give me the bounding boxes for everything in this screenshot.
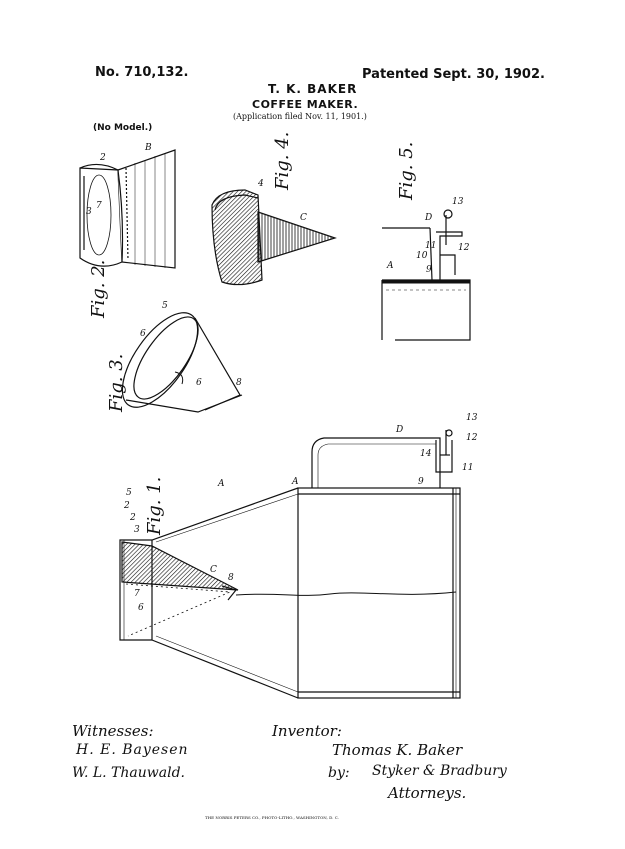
ref-label: A	[386, 261, 394, 271]
ref-label: 13	[452, 197, 464, 207]
printer-imprint: THE NORRIS PETERS CO., PHOTO-LITHO., WAS…	[205, 815, 339, 820]
figure-3-drawing	[121, 312, 243, 413]
ref-label: 7	[96, 201, 102, 211]
figure-4-caption: Fig. 4.	[272, 132, 293, 191]
figure-4-labels: 4 C	[257, 179, 307, 223]
figure-5-caption: Fig. 5.	[396, 142, 417, 201]
inventor-label: Inventor:	[272, 722, 342, 740]
inventor-signature: Thomas K. Baker	[332, 741, 463, 759]
figure-3-labels: 5 6 6 8	[140, 301, 242, 388]
ref-label: 3	[86, 207, 92, 217]
patent-number: No. 710,132.	[95, 65, 189, 80]
figure-5-drawing	[381, 209, 471, 341]
ref-label: 12	[458, 243, 470, 253]
ref-label: 11	[462, 463, 473, 473]
ref-label: B	[144, 143, 152, 153]
ref-label: 9	[418, 477, 424, 487]
attorneys-signature: Styker & Bradbury	[372, 763, 507, 779]
ref-label: 7	[134, 589, 140, 599]
ref-label: 6	[196, 378, 202, 388]
ref-label: 4	[257, 179, 264, 189]
figure-1-labels: 5 2 2 3 A A C 8 7 6 D 13 14 9 11 12	[123, 413, 478, 613]
ref-label: 3	[134, 525, 140, 535]
ref-label: A	[217, 479, 225, 489]
witness-signature-1: H. E. Bayesen	[76, 742, 189, 758]
ref-label: 2	[123, 501, 130, 511]
ref-label: 14	[420, 449, 432, 459]
inventor-heading: T. K. BAKER	[268, 82, 358, 96]
ref-label: D	[395, 425, 403, 435]
ref-label: 9	[426, 265, 432, 275]
ref-label: 12	[466, 433, 478, 443]
ref-label: 5	[126, 488, 132, 498]
figure-2-labels: 2 B 3 7	[86, 143, 152, 217]
figure-2-drawing	[79, 149, 176, 269]
ref-label: 13	[466, 413, 478, 423]
by-label: by:	[328, 765, 350, 781]
no-model-note: (No Model.)	[93, 123, 153, 133]
patented-date: Patented Sept. 30, 1902.	[362, 67, 545, 82]
ref-label: C	[210, 565, 217, 575]
ref-label: 8	[228, 573, 234, 583]
figure-2-caption: Fig. 2.	[88, 260, 109, 319]
ref-label: 10	[416, 251, 428, 261]
ref-label: 11	[425, 241, 436, 251]
ref-label: C	[300, 213, 307, 223]
ref-label: 6	[138, 603, 144, 613]
patent-title: COFFEE MAKER.	[252, 98, 359, 111]
witnesses-label: Witnesses:	[72, 722, 154, 740]
ref-label: D	[424, 213, 432, 223]
figure-1-drawing	[119, 429, 461, 699]
attorneys-label: Attorneys.	[388, 784, 467, 802]
witness-signature-2: W. L. Thauwald.	[72, 765, 185, 781]
ref-label: 6	[140, 329, 146, 339]
ref-label: A	[291, 477, 299, 487]
application-filed: (Application filed Nov. 11, 1901.)	[233, 112, 367, 121]
figure-4-drawing	[211, 189, 337, 286]
ref-label: 8	[236, 378, 242, 388]
figure-1-caption: Fig. 1.	[144, 477, 165, 536]
ref-label: 5	[162, 301, 168, 311]
ref-label: 2	[129, 513, 136, 523]
figure-3-caption: Fig. 3.	[106, 354, 127, 413]
figure-5-labels: D 13 10 11 9 12 A	[386, 197, 470, 275]
ref-label: 2	[99, 153, 106, 163]
